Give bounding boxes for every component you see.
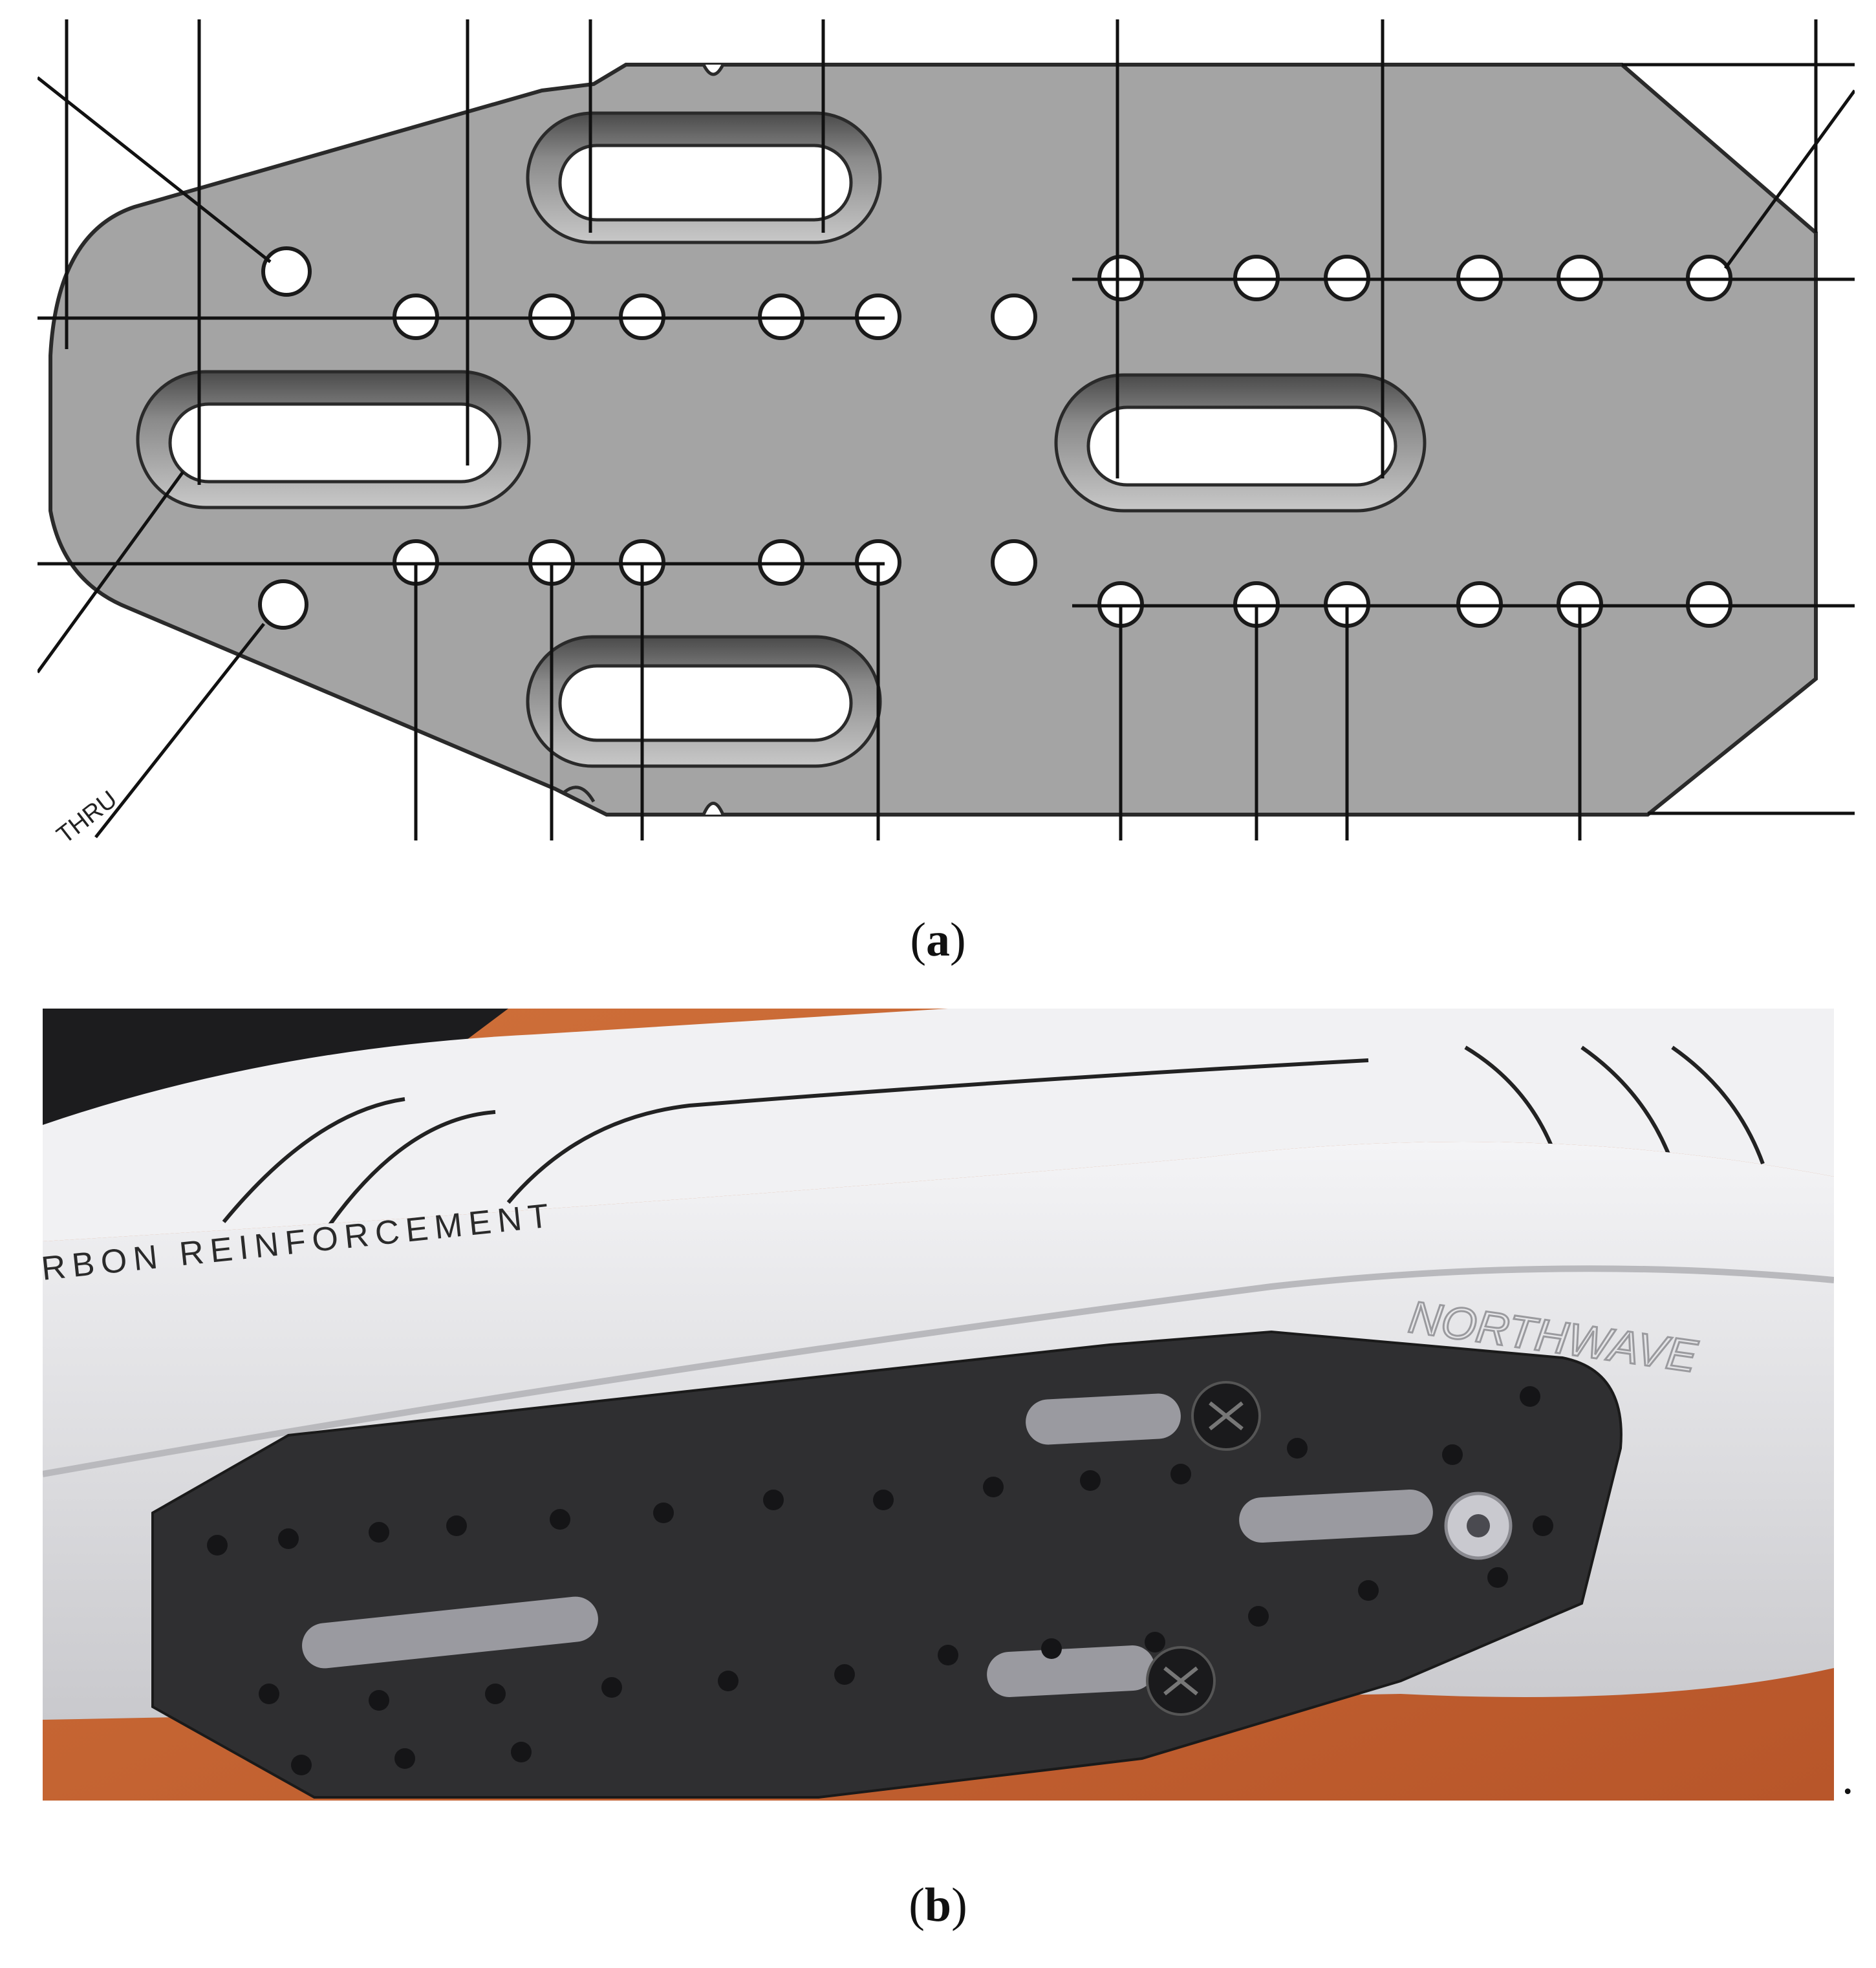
- caption-b-letter: b: [924, 1879, 952, 1932]
- dimension-lines: [38, 19, 1855, 840]
- shoe-photo: RBON REINFORCEMENT NORTHWAVE: [43, 1009, 1834, 1801]
- black-adapter-plate: [151, 1330, 1623, 1799]
- bottom-left-notch: [563, 786, 596, 803]
- plate-holes: [207, 1386, 1553, 1775]
- trailing-period: .: [1842, 1751, 1854, 1804]
- slot-left: [136, 370, 531, 509]
- caption-b: (b): [909, 1879, 967, 1932]
- slot-right: [1054, 373, 1427, 513]
- upper-stitching: [222, 1045, 1765, 1230]
- plate-slots: [302, 1393, 1433, 1697]
- cleat-plate: [49, 63, 1818, 817]
- caption-a-letter: a: [926, 914, 950, 967]
- sole-edge: [43, 1265, 1834, 1477]
- bottom-notch: [702, 802, 725, 816]
- top-notch: [702, 63, 725, 76]
- technical-drawing: THRU: [38, 19, 1855, 840]
- slot-top: [526, 111, 882, 244]
- caption-a: (a): [910, 914, 966, 967]
- bolts: [1146, 1381, 1513, 1716]
- slot-bottom: [526, 635, 882, 768]
- leader-lines: [38, 76, 1855, 839]
- shoe-upper: [43, 1009, 1834, 1241]
